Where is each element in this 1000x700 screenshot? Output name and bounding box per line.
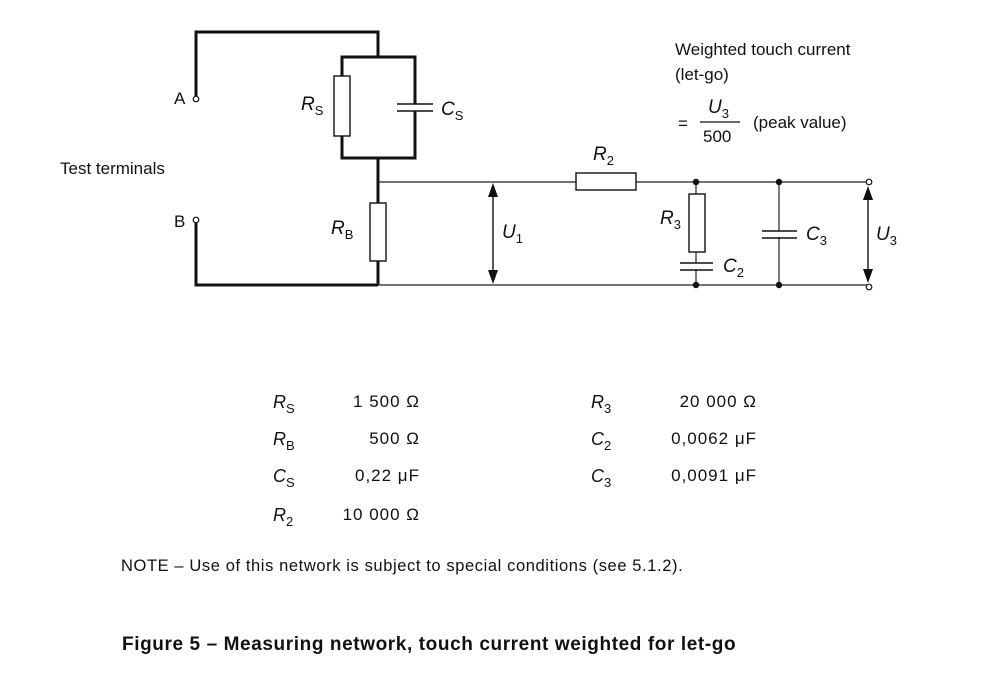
wire-terminal-b: [194, 222, 378, 287]
value-symbol: CS: [273, 466, 295, 490]
u3-label: U3: [876, 224, 897, 248]
equals-sign: =: [678, 114, 688, 133]
terminal-a-label: A: [174, 89, 186, 108]
r2-label: R2: [593, 144, 614, 168]
u3-arrowhead-up: [863, 186, 873, 200]
value-symbol: C3: [591, 466, 612, 490]
rb-label: RB: [331, 218, 353, 242]
output-terminal-top: [865, 178, 873, 186]
peak-value-label: (peak value): [753, 113, 847, 132]
c2-label: C2: [723, 256, 744, 280]
weighted-current-title: Weighted touch current: [675, 40, 851, 59]
value-rb: 500 Ω: [369, 429, 420, 448]
rs-label: RS: [301, 94, 324, 118]
value-rs: 1 500 Ω: [353, 392, 420, 411]
value-symbol: R3: [591, 392, 612, 416]
formula-numerator: U3: [708, 97, 729, 121]
wire-terminal-a: [194, 30, 380, 97]
value-symbol: RS: [273, 392, 295, 416]
value-c2: 0,0062 μF: [671, 429, 757, 448]
c3-label: C3: [806, 224, 827, 248]
value-symbol: RB: [273, 429, 295, 453]
output-terminal-bottom: [865, 283, 873, 291]
junction-dot: [692, 281, 700, 289]
value-symbol: R2: [273, 505, 294, 529]
value-c3: 0,0091 μF: [671, 466, 757, 485]
terminal-b-point: [192, 216, 200, 224]
cs-label: CS: [441, 99, 464, 123]
u1-arrowhead-down: [488, 270, 498, 284]
weighted-current-subtitle: (let-go): [675, 65, 729, 84]
figure-caption: Figure 5 – Measuring network, touch curr…: [122, 634, 737, 655]
r2-resistor: [575, 172, 637, 191]
u3-arrowhead-down: [863, 269, 873, 283]
rb-resistor: [369, 202, 387, 262]
u1-arrowhead-up: [488, 183, 498, 197]
junction-dot: [692, 178, 700, 186]
r3-resistor: [688, 193, 706, 253]
value-r3: 20 000 Ω: [679, 392, 757, 411]
terminal-b-label: B: [174, 212, 185, 231]
junction-dot: [775, 281, 783, 289]
note-text: NOTE – Use of this network is subject to…: [121, 557, 684, 575]
formula-denominator: 500: [703, 127, 731, 146]
junction-dot: [775, 178, 783, 186]
wire-rs-cs-loop: [340, 55, 417, 160]
u1-label: U1: [502, 222, 523, 246]
value-cs: 0,22 μF: [355, 466, 420, 485]
terminal-a-point: [192, 95, 200, 103]
test-terminals-label: Test terminals: [60, 159, 165, 178]
value-r2: 10 000 Ω: [342, 505, 420, 524]
r3-label: R3: [660, 208, 681, 232]
rs-resistor: [333, 75, 351, 137]
value-symbol: C2: [591, 429, 612, 453]
